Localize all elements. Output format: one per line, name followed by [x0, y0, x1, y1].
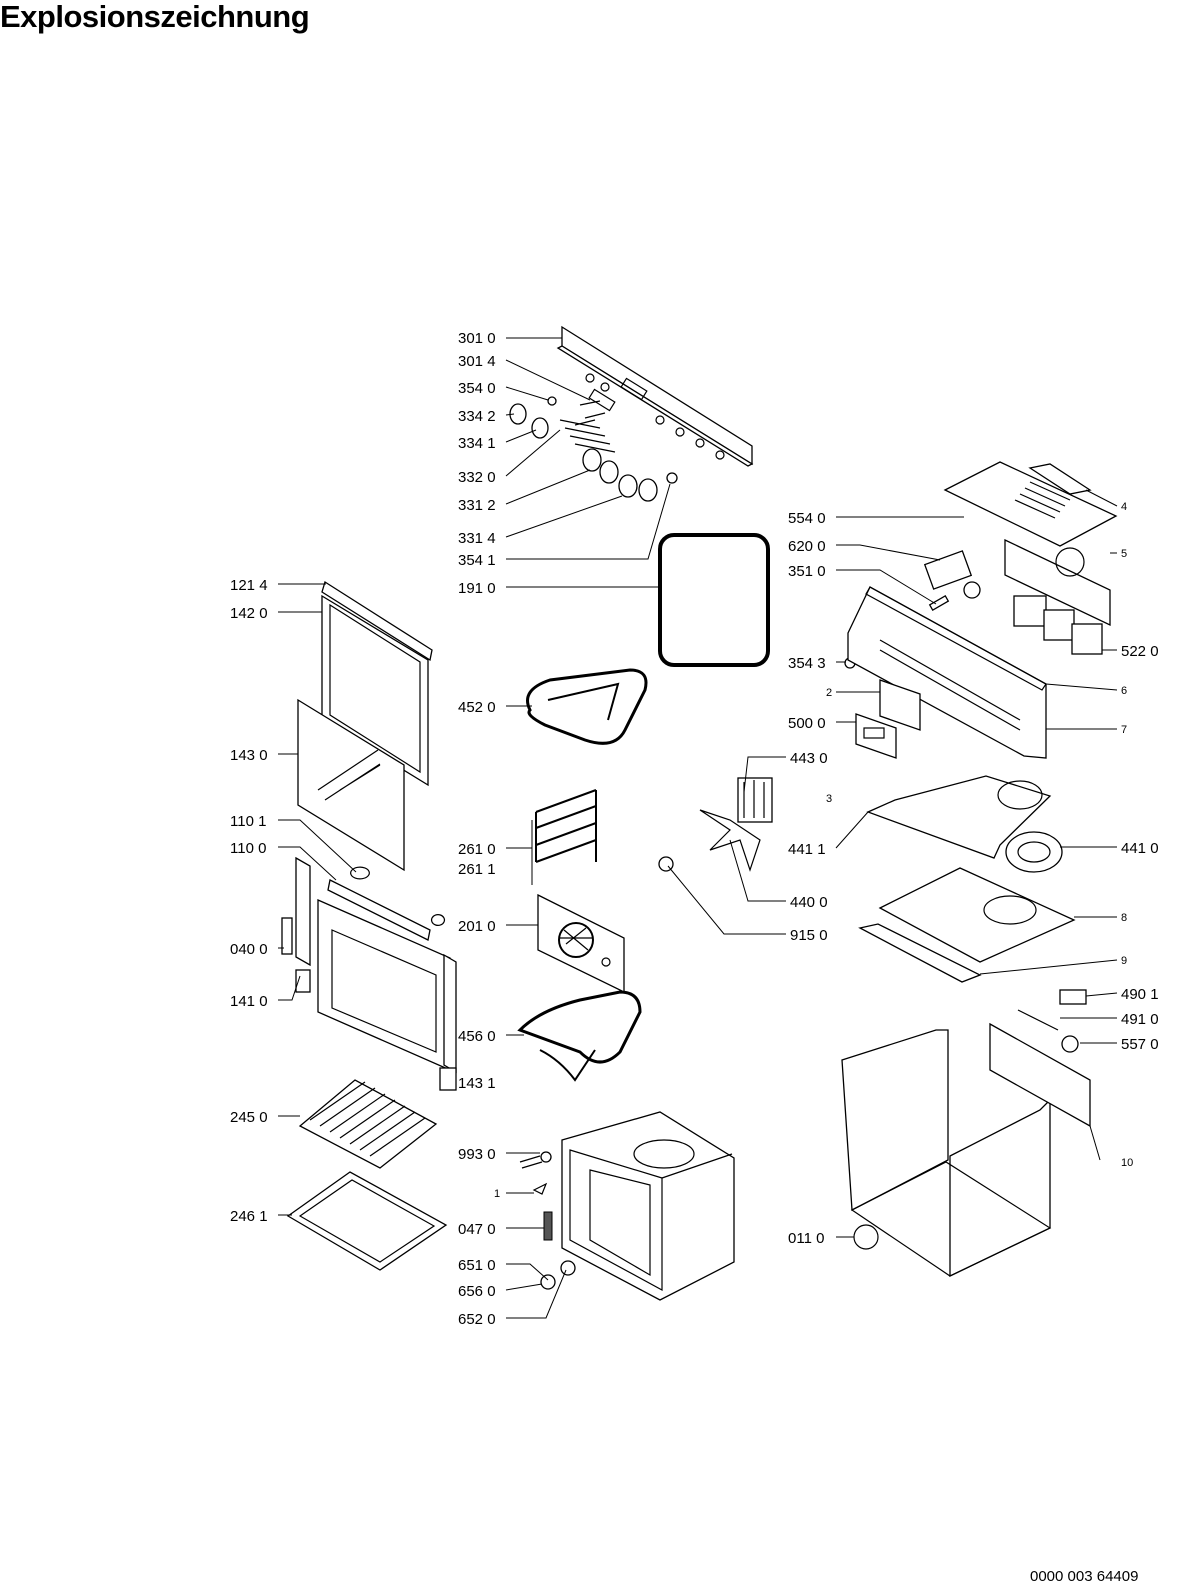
callout-label: 10 — [1121, 1157, 1133, 1169]
inner-door-parts — [281, 856, 457, 1091]
callout-label: 554 0 — [788, 510, 826, 527]
callout-label: 246 1 — [230, 1208, 268, 1225]
shelf-guide-parts — [535, 789, 597, 863]
callout-label: 915 0 — [790, 927, 828, 944]
document-number: 0000 003 64409 — [1030, 1568, 1139, 1585]
callout-label: 201 0 — [458, 918, 496, 935]
callout-label: 993 0 — [458, 1146, 496, 1163]
callout-label: 110 0 — [230, 840, 266, 857]
callout-label: 651 0 — [458, 1257, 496, 1274]
callout-labels: 301 0 301 4 354 0 334 2 334 1 332 0 331 … — [230, 330, 1159, 1328]
page-title: Explosionszeichnung — [0, 0, 310, 34]
callout-label: 047 0 — [458, 1221, 496, 1238]
rack-parts — [286, 1079, 448, 1271]
callout-label: 522 0 — [1121, 643, 1159, 660]
callout-label: 301 0 — [458, 330, 496, 347]
callout-label: 354 0 — [458, 380, 496, 397]
callout-label: 3 — [826, 793, 832, 805]
callout-label: 331 4 — [458, 530, 496, 547]
callout-label: 557 0 — [1121, 1036, 1159, 1053]
heating-element-parts — [517, 668, 648, 1082]
callout-label: 4 — [1121, 501, 1127, 513]
fan-cover-plates — [858, 775, 1076, 983]
knob-parts — [509, 396, 678, 502]
callout-label: 261 1 — [458, 861, 496, 878]
callout-label: 351 0 — [788, 563, 826, 580]
callout-label: 9 — [1121, 955, 1127, 967]
callout-label: 652 0 — [458, 1311, 496, 1328]
callout-label: 5 — [1121, 548, 1127, 560]
callout-label: 354 1 — [458, 552, 496, 569]
callout-label: 620 0 — [788, 538, 826, 555]
callout-label: 191 0 — [458, 580, 496, 597]
callout-label: 245 0 — [230, 1109, 268, 1126]
callout-label: 443 0 — [790, 750, 828, 767]
callout-label: 334 2 — [458, 408, 496, 425]
switch-parts — [844, 550, 981, 669]
callout-label: 1 — [494, 1188, 500, 1200]
callout-label: 011 0 — [788, 1230, 824, 1247]
callout-label: 334 1 — [458, 435, 496, 452]
callout-label: 456 0 — [458, 1028, 496, 1045]
callout-label: 301 4 — [458, 353, 496, 370]
fan-assembly-parts — [658, 777, 773, 872]
callout-label: 491 0 — [1121, 1011, 1159, 1028]
oven-housing-part — [841, 989, 1091, 1278]
front-frame-part — [847, 586, 1047, 759]
callout-label: 141 0 — [230, 993, 268, 1010]
callout-label: 354 3 — [788, 655, 826, 672]
small-fitting-parts — [519, 1151, 576, 1290]
callout-label: 332 0 — [458, 469, 496, 486]
callout-label: 490 1 — [1121, 986, 1159, 1003]
callout-label: 500 0 — [788, 715, 826, 732]
back-panel-part — [537, 893, 625, 994]
callout-label: 040 0 — [230, 941, 268, 958]
callout-label: 2 — [826, 687, 832, 699]
callout-label: 6 — [1121, 685, 1127, 697]
door-seal-part — [658, 533, 770, 667]
callout-label: 261 0 — [458, 841, 496, 858]
callout-label: 7 — [1121, 724, 1127, 736]
callout-label: 441 0 — [1121, 840, 1159, 857]
callout-label: 8 — [1121, 912, 1127, 924]
callout-label: 452 0 — [458, 699, 496, 716]
callout-label: 110 1 — [230, 813, 266, 830]
callout-label: 441 1 — [788, 841, 826, 858]
control-panel-part — [556, 325, 754, 467]
callout-label: 121 4 — [230, 577, 268, 594]
callout-label: 142 0 — [230, 605, 268, 622]
callout-label: 331 2 — [458, 497, 496, 514]
oven-cavity-part — [561, 1111, 735, 1301]
callout-label: 143 1 — [458, 1075, 496, 1092]
timer-parts — [855, 679, 921, 759]
callout-label: 656 0 — [458, 1283, 496, 1300]
callout-label: 143 0 — [230, 747, 268, 764]
door-glass-parts — [297, 580, 433, 872]
callout-label: 440 0 — [790, 894, 828, 911]
electronics-housing-parts — [943, 461, 1118, 655]
leader-lines — [278, 337, 1118, 1319]
